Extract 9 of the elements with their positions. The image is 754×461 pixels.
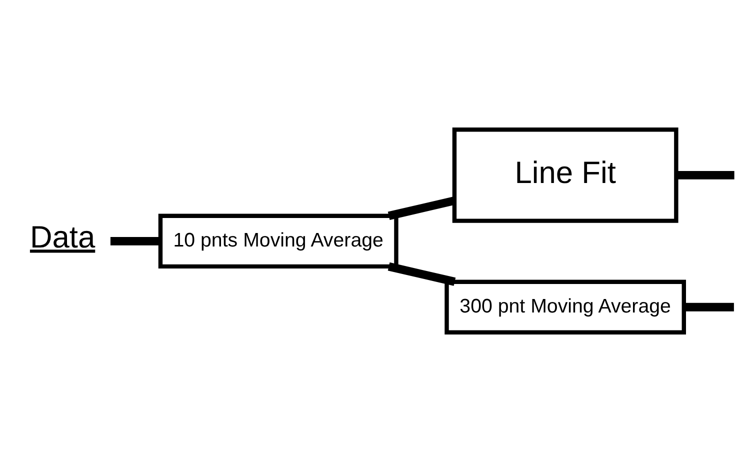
node-box: Line Fit	[452, 127, 678, 222]
connector	[684, 302, 734, 311]
node-box: 300 pnt Moving Average	[444, 279, 686, 334]
connector	[388, 196, 456, 220]
node-box: 10 pnts Moving Average	[158, 213, 398, 268]
connector	[676, 170, 734, 179]
node-text: Data	[30, 219, 96, 254]
connector	[110, 236, 160, 245]
connector	[388, 262, 456, 286]
